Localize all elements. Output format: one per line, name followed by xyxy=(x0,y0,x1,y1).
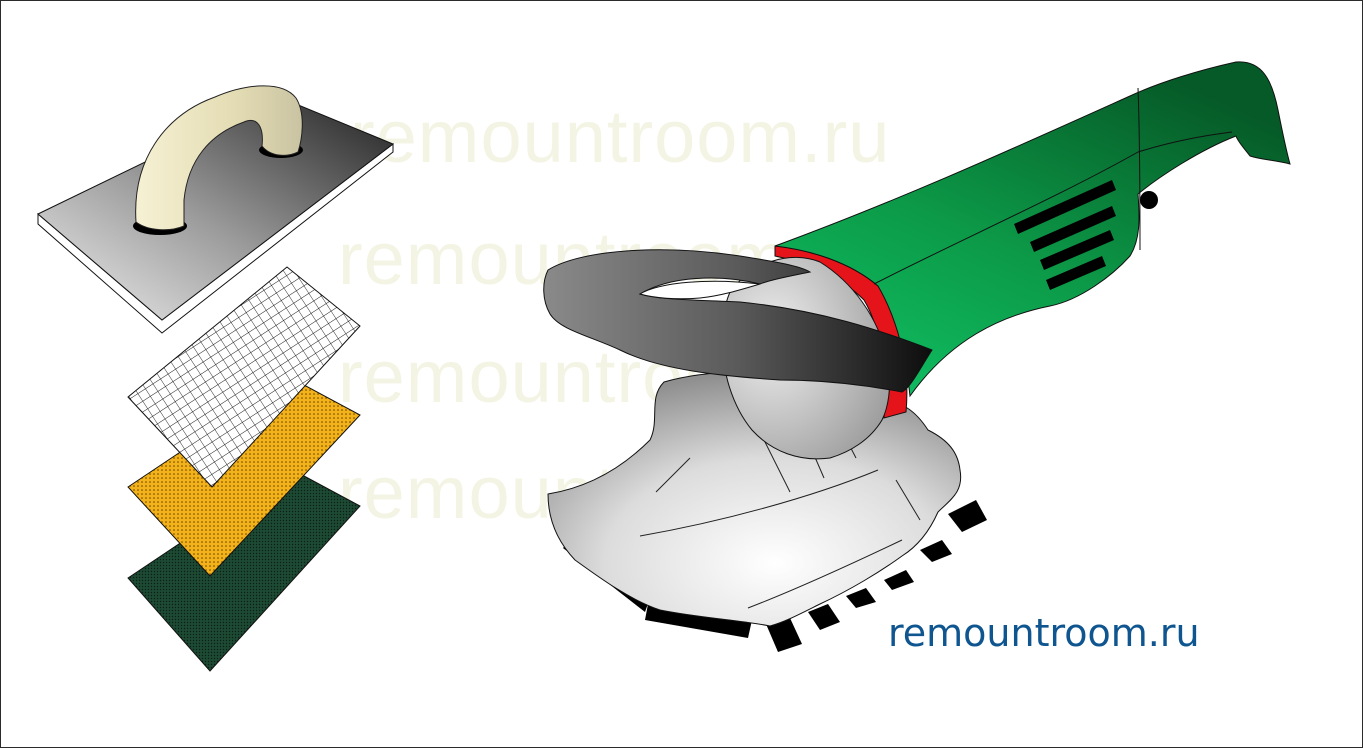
switch-button xyxy=(1140,191,1158,209)
mesh-layer xyxy=(127,266,361,488)
grinder-seams xyxy=(873,87,1233,285)
abrasive-layers xyxy=(127,266,361,672)
grinder-drawing xyxy=(543,61,1291,652)
vent-slots xyxy=(1014,180,1116,290)
trowel-handle xyxy=(135,85,303,231)
trowel-drawing xyxy=(37,85,394,334)
site-caption: remountroom.ru xyxy=(888,611,1200,655)
grinder-side-handle xyxy=(543,249,933,393)
handle-grip-hole xyxy=(638,280,761,300)
